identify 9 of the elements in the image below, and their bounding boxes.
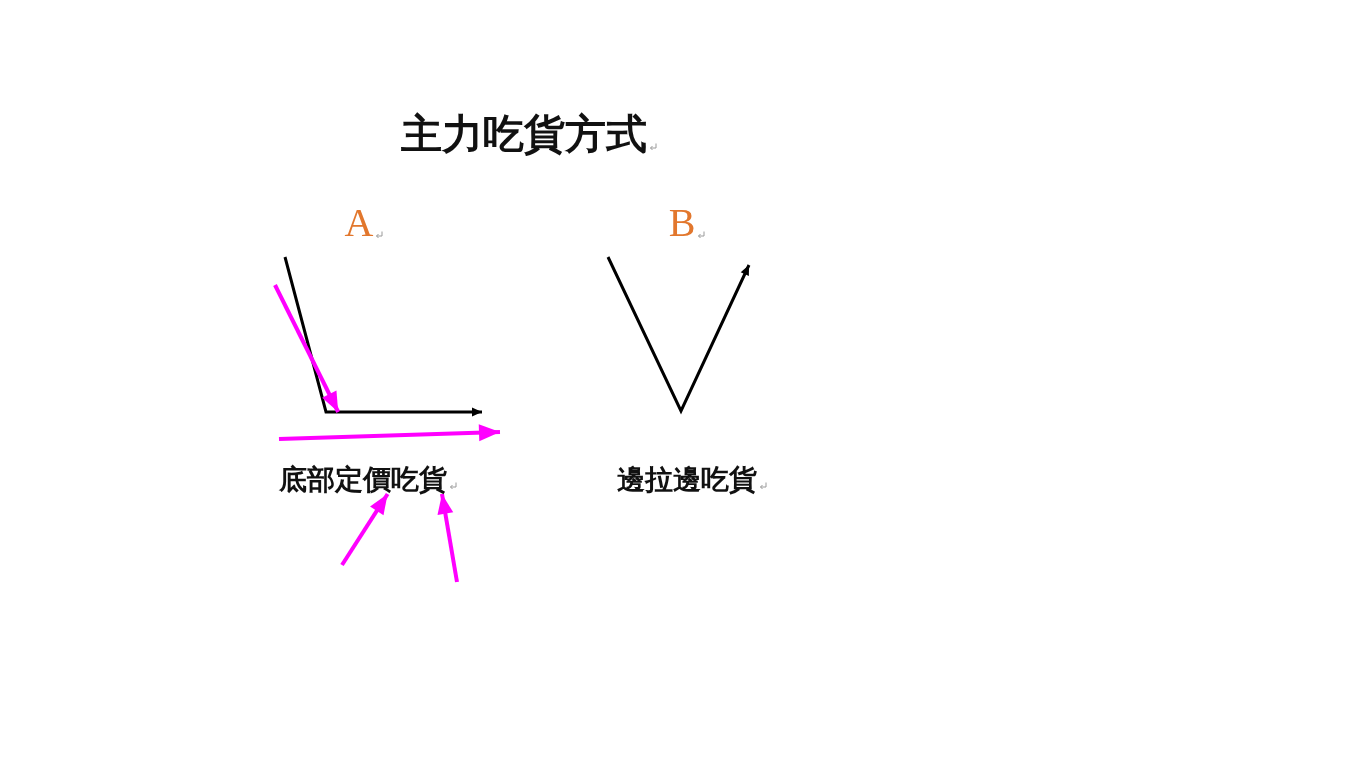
section-letter: A <box>344 203 374 243</box>
caption: 底部定價吃貨 <box>279 466 447 494</box>
title: 主力吃貨方式 <box>401 114 647 155</box>
caption: 邊拉邊吃貨 <box>617 466 757 494</box>
arrow <box>340 492 390 567</box>
arrow <box>273 284 340 413</box>
section-letter: B <box>668 203 696 243</box>
bent-arrow <box>283 256 482 417</box>
arrow <box>437 493 459 583</box>
